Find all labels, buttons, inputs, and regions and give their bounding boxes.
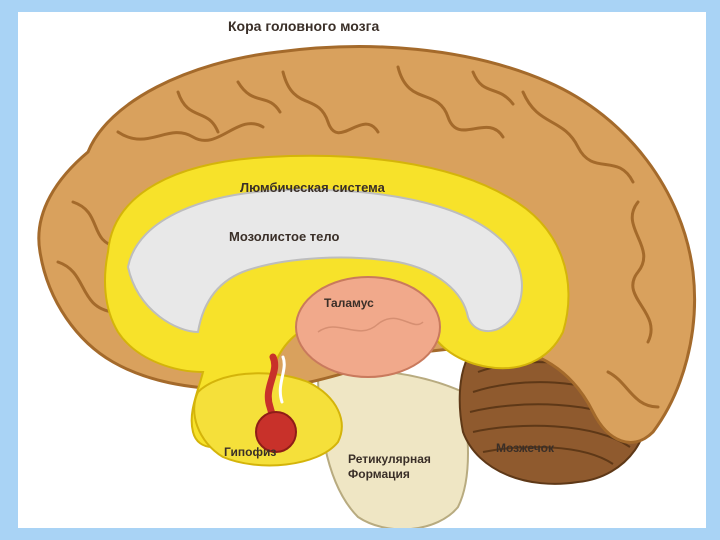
label-cerebellum: Мозжечок [496,441,555,455]
pituitary-gland [255,411,297,453]
label-corpus-callosum: Мозолистое тело [229,229,340,244]
brainstem [316,369,469,528]
thalamus [295,276,441,378]
pituitary-stalk-highlight [278,355,286,404]
label-cortex: Кора головного мозга [228,18,380,34]
slide-content-frame: Кора головного мозга Люмбическая система… [18,12,706,528]
label-reticular-formation-line2: Формация [348,467,410,481]
label-reticular-formation-line1: Ретикулярная [348,452,431,466]
label-pituitary: Гипофиз [224,445,277,459]
brain-section-illustration [37,45,697,528]
thalamus-texture [317,317,424,333]
cortex-gyri [56,65,660,409]
corpus-callosum [126,188,523,334]
label-limbic-system: Люмбическая система [240,180,385,195]
label-thalamus: Таламус [324,296,374,310]
